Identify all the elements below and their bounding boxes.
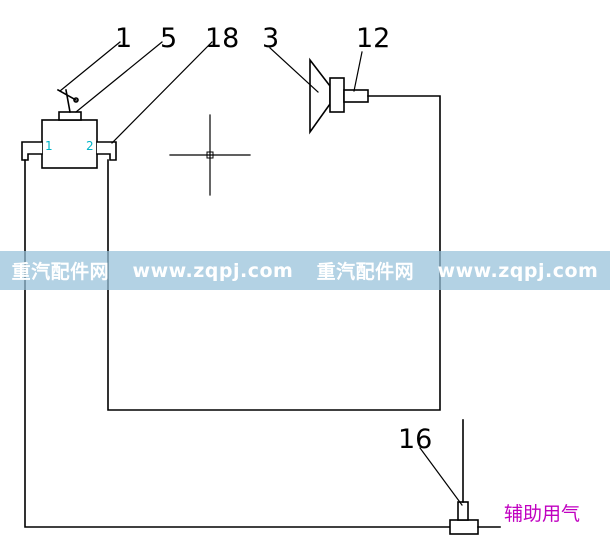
air-horn	[309, 57, 331, 135]
port-2-label: 2	[86, 139, 94, 153]
watermark-url: www.zqpj.com	[132, 259, 294, 282]
valve-lever	[56, 88, 78, 102]
port-2-fitting	[96, 141, 117, 161]
callout-1: 1	[115, 23, 132, 54]
valve-stem	[65, 89, 71, 113]
pipe-horn-loop	[107, 95, 441, 411]
crosshair-center	[206, 151, 214, 159]
callout-16: 16	[398, 424, 432, 455]
callout-3: 3	[262, 23, 279, 54]
leader-5	[75, 41, 163, 113]
callout-5: 5	[160, 23, 177, 54]
watermark-cn: 重汽配件网	[316, 261, 415, 283]
aux-air-label: 辅助用气	[504, 503, 580, 525]
pipe-supply	[24, 159, 451, 528]
watermark-cn: 重汽配件网	[11, 261, 110, 283]
leader-1	[59, 41, 121, 92]
port-1-fitting	[21, 141, 43, 161]
leader-12	[353, 51, 363, 92]
callout-12: 12	[356, 23, 390, 54]
leader-3	[269, 47, 319, 93]
callout-18: 18	[205, 23, 239, 54]
valve-pivot	[73, 97, 79, 103]
valve-actuator	[58, 111, 82, 121]
watermark-url: www.zqpj.com	[437, 259, 599, 282]
leader-16	[419, 447, 463, 506]
horn-solenoid	[343, 89, 369, 103]
port-1-label: 1	[45, 139, 53, 153]
horn-valve-body	[329, 77, 345, 113]
watermark-band: 重汽配件网 www.zqpj.com 重汽配件网 www.zqpj.com	[0, 251, 610, 290]
leader-18	[111, 41, 213, 144]
supply-fitting-neck	[457, 501, 469, 521]
supply-fitting-base	[449, 519, 479, 535]
